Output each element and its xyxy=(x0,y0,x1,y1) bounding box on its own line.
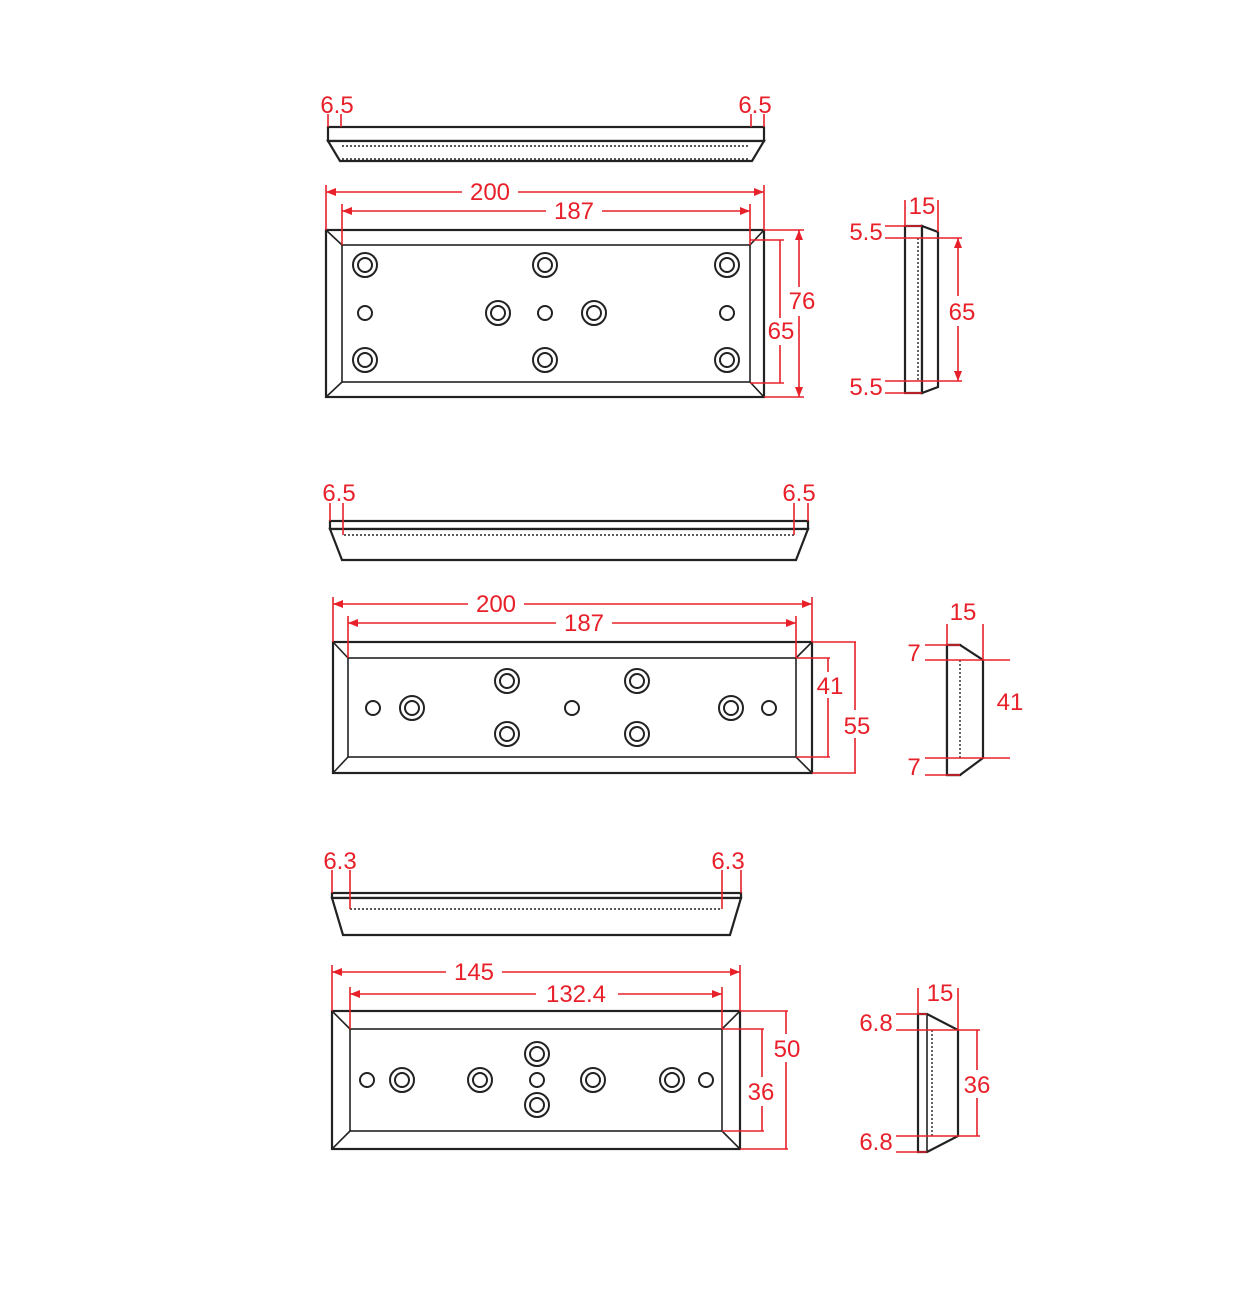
counterbored-hole xyxy=(586,305,602,321)
dim-end-bottom: 7 xyxy=(907,754,920,781)
small-hole xyxy=(761,700,777,716)
counterbored-hole xyxy=(529,1097,545,1113)
plate-2-plan-view: 200 187 41 55 xyxy=(331,591,871,775)
plate-1-side-view: 6.5 6.5 xyxy=(320,92,772,163)
dim-end-depth: 15 xyxy=(927,980,954,1007)
dim-end-inner: 41 xyxy=(997,689,1024,716)
dim-height-inner: 41 xyxy=(817,673,844,700)
counterbored-hole xyxy=(394,1072,410,1088)
dim-height-outer: 50 xyxy=(774,1036,801,1063)
dim-height-outer: 55 xyxy=(844,713,871,740)
counterbored-hole xyxy=(585,1072,601,1088)
plate-2-end-view: 15 7 7 41 xyxy=(907,599,1023,781)
counterbored-hole xyxy=(629,673,645,689)
plate-3-end-view: 15 6.8 6.8 36 xyxy=(859,980,990,1156)
dim-side-right: 6.3 xyxy=(711,848,744,875)
counterbored-hole xyxy=(499,726,515,742)
dim-side-left: 6.5 xyxy=(322,480,355,507)
counterbored-hole xyxy=(490,305,506,321)
counterbored-hole xyxy=(529,1046,545,1062)
dim-side-left: 6.3 xyxy=(323,848,356,875)
counterbored-hole xyxy=(629,726,645,742)
dim-end-top: 6.8 xyxy=(859,1010,892,1037)
small-hole xyxy=(359,1072,375,1088)
mounting-holes xyxy=(365,668,777,747)
dim-width-inner: 187 xyxy=(564,610,604,637)
counterbored-hole xyxy=(723,700,739,716)
plate-2: 6.5 6.5 200 187 41 55 15 xyxy=(322,480,1023,781)
dim-height-inner: 65 xyxy=(768,318,795,345)
plate-1-plan-view: 200 187 76 65 xyxy=(324,179,816,399)
dim-end-inner: 65 xyxy=(949,299,976,326)
small-hole xyxy=(357,305,373,321)
dim-end-depth: 15 xyxy=(950,599,977,626)
small-hole xyxy=(564,700,580,716)
counterbored-hole xyxy=(357,257,373,273)
plate-3: 6.3 6.3 145 132.4 50 36 15 xyxy=(323,848,990,1156)
plate-2-side-view: 6.5 6.5 xyxy=(322,480,816,562)
dim-end-top: 5.5 xyxy=(849,219,882,246)
plate-1-end-view: 15 5.5 5.5 65 xyxy=(849,193,975,401)
counterbored-hole xyxy=(499,673,515,689)
dim-end-bottom: 6.8 xyxy=(859,1129,892,1156)
dim-side-right: 6.5 xyxy=(738,92,771,119)
counterbored-hole xyxy=(404,700,420,716)
counterbored-hole xyxy=(537,257,553,273)
dim-width-inner: 187 xyxy=(554,198,594,225)
dim-side-left: 6.5 xyxy=(320,92,353,119)
dim-width-outer: 200 xyxy=(470,179,510,206)
dim-height-inner: 36 xyxy=(748,1079,775,1106)
counterbored-hole xyxy=(472,1072,488,1088)
dim-width-outer: 200 xyxy=(476,591,516,618)
plate-1: 6.5 6.5 200 187 76 65 15 xyxy=(320,92,975,401)
counterbored-hole xyxy=(719,257,735,273)
dim-width-inner: 132.4 xyxy=(546,981,606,1008)
dim-side-right: 6.5 xyxy=(782,480,815,507)
counterbored-hole xyxy=(537,352,553,368)
small-hole xyxy=(529,1072,545,1088)
plate-3-side-view: 6.3 6.3 xyxy=(323,848,745,937)
small-hole xyxy=(719,305,735,321)
dim-end-inner: 36 xyxy=(964,1072,991,1099)
small-hole xyxy=(537,305,553,321)
counterbored-hole xyxy=(357,352,373,368)
small-hole xyxy=(365,700,381,716)
counterbored-hole xyxy=(719,352,735,368)
mounting-holes xyxy=(359,1041,714,1118)
plate-3-plan-view: 145 132.4 50 36 xyxy=(330,959,801,1151)
dim-end-bottom: 5.5 xyxy=(849,374,882,401)
dim-end-depth: 15 xyxy=(909,193,936,220)
counterbored-hole xyxy=(664,1072,680,1088)
dim-height-outer: 76 xyxy=(789,288,816,315)
dim-end-top: 7 xyxy=(907,640,920,667)
small-hole xyxy=(698,1072,714,1088)
mounting-holes xyxy=(352,252,740,373)
dim-width-outer: 145 xyxy=(454,959,494,986)
